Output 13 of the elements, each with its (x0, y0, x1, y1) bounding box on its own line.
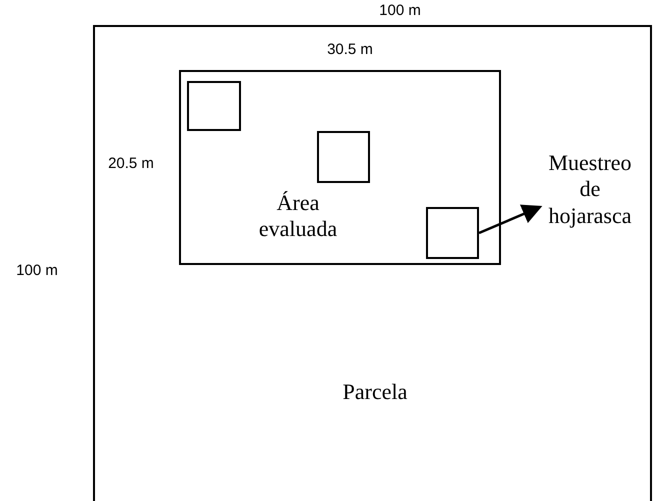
sampling-label: Muestreo de hojarasca (547, 150, 633, 230)
sampling-square (426, 207, 479, 259)
dimension-label: 30.5 m (326, 40, 374, 60)
dimension-label: 100 m (378, 1, 422, 21)
sampling-square (317, 131, 370, 183)
arrow (478, 204, 542, 234)
area-label: Área evaluada (258, 190, 338, 243)
area-label: Parcela (342, 379, 408, 406)
sampling-square (187, 81, 241, 131)
dimension-label: 20.5 m (107, 154, 155, 174)
evaluated-area-box (179, 70, 501, 265)
plot-outline (93, 25, 652, 501)
dimension-label: 100 m (15, 261, 59, 281)
